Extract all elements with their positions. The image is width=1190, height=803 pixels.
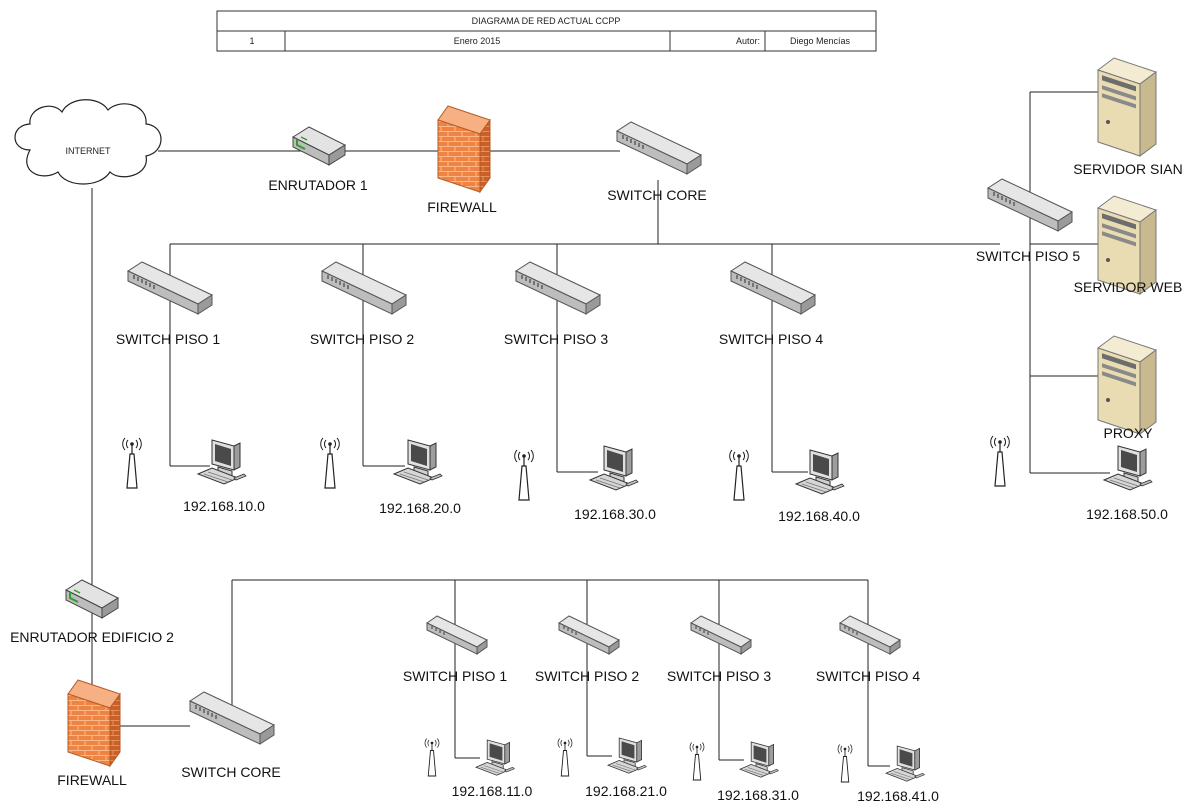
- b1-floor2-net: 192.168.20.0: [379, 500, 461, 516]
- b1-floor3-net: 192.168.30.0: [574, 506, 656, 522]
- server-icon: [1097, 335, 1157, 435]
- switch-icon: [730, 261, 816, 315]
- computer-icon: [607, 737, 647, 774]
- router-icon: [65, 579, 119, 619]
- b2-floor3-switch-label: SWITCH PISO 3: [667, 668, 771, 684]
- computer-icon: [393, 439, 443, 485]
- computer-icon: [885, 745, 925, 782]
- server-sian-label: SERVIDOR SIAN: [1073, 161, 1182, 177]
- access-point-icon: [122, 437, 142, 489]
- access-point-icon: [837, 744, 853, 783]
- server-web-label: SERVIDOR WEB: [1074, 279, 1183, 295]
- computer-icon: [589, 445, 639, 491]
- router1-label: ENRUTADOR 1: [268, 177, 368, 193]
- computer-icon: [739, 741, 779, 778]
- internet-cloud: INTERNET: [14, 99, 162, 185]
- b1-floor3-switch-label: SWITCH PISO 3: [504, 331, 608, 347]
- b1-floor5-net: 192.168.50.0: [1086, 506, 1168, 522]
- b1-floor5-switch-label: SWITCH PISO 5: [976, 248, 1080, 264]
- b1-floor1-net: 192.168.10.0: [183, 498, 265, 514]
- b1-floor4-switch-label: SWITCH PISO 4: [719, 331, 823, 347]
- firewall-icon: [437, 105, 491, 193]
- computer-icon: [197, 439, 247, 485]
- server-icon: [1097, 57, 1157, 157]
- header-date: Enero 2015: [454, 36, 501, 46]
- switch-icon: [839, 615, 901, 655]
- access-point-icon: [689, 742, 705, 781]
- access-point-icon: [424, 738, 440, 777]
- b1-floor1-switch-label: SWITCH PISO 1: [116, 331, 220, 347]
- computer-icon: [1103, 445, 1153, 491]
- b1-floor2-switch-label: SWITCH PISO 2: [310, 331, 414, 347]
- router2-label: ENRUTADOR EDIFICIO 2: [10, 629, 174, 645]
- b2-floor1-net: 192.168.11.0: [452, 783, 533, 799]
- switch-icon: [616, 121, 702, 175]
- access-point-icon: [320, 437, 340, 489]
- core1-label: SWITCH CORE: [607, 187, 707, 203]
- switch-icon: [690, 615, 752, 655]
- b2-floor2-net: 192.168.21.0: [585, 783, 667, 799]
- b2-floor4-net: 192.168.41.0: [857, 788, 939, 803]
- cloud-icon: [14, 99, 162, 185]
- computer-icon: [475, 739, 515, 776]
- header-author: Diego Mencías: [790, 36, 851, 46]
- core2-label: SWITCH CORE: [181, 764, 281, 780]
- access-point-icon: [514, 449, 534, 501]
- b2-floor4-switch-label: SWITCH PISO 4: [816, 668, 920, 684]
- switch-icon: [426, 615, 488, 655]
- header-author-label: Autor:: [736, 36, 760, 46]
- switch-icon: [321, 261, 407, 315]
- router-icon: [292, 126, 346, 166]
- access-point-icon: [990, 435, 1010, 487]
- access-point-icon: [729, 449, 749, 501]
- header-table: DIAGRAMA DE RED ACTUAL CCPP 1 Enero 2015…: [216, 10, 877, 52]
- b2-floor1-switch-label: SWITCH PISO 1: [403, 668, 507, 684]
- b2-floor3-net: 192.168.31.0: [717, 787, 799, 803]
- firewall2-label: FIREWALL: [57, 772, 127, 788]
- header-version: 1: [249, 36, 254, 46]
- firewall-icon: [67, 679, 121, 767]
- firewall1-label: FIREWALL: [427, 199, 497, 215]
- access-point-icon: [557, 738, 573, 777]
- internet-label: INTERNET: [66, 146, 112, 156]
- b1-floor4-net: 192.168.40.0: [778, 508, 860, 524]
- b2-floor2-switch-label: SWITCH PISO 2: [535, 668, 639, 684]
- switch-icon: [515, 261, 601, 315]
- switch-icon: [558, 615, 620, 655]
- proxy-label: PROXY: [1103, 425, 1153, 441]
- header-title: DIAGRAMA DE RED ACTUAL CCPP: [472, 16, 621, 26]
